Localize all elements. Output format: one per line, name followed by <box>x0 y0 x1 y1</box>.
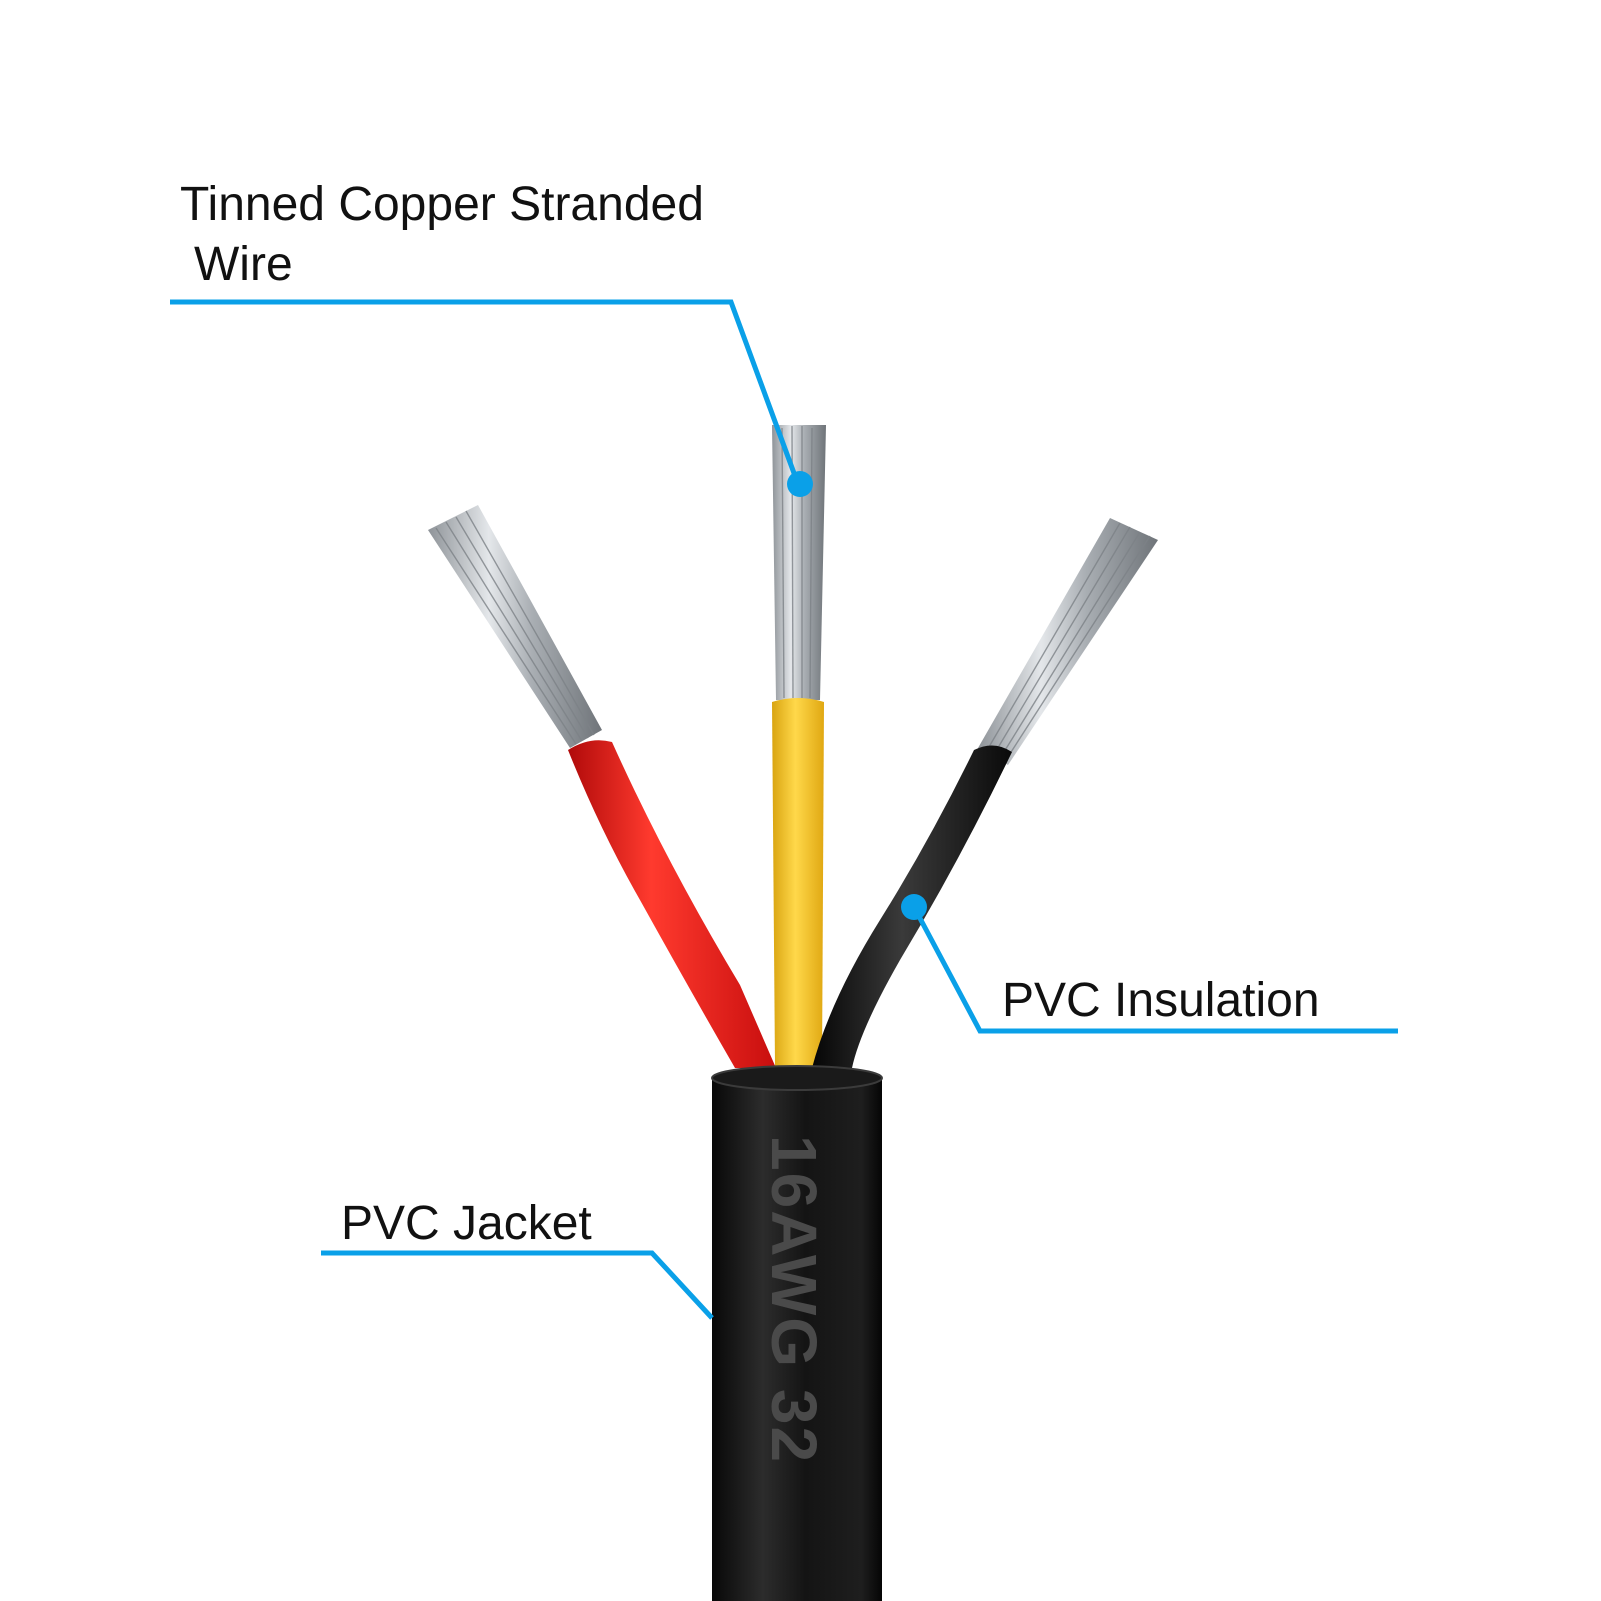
jacket-print: 16AWG 32 <box>758 1135 830 1464</box>
callout-strands-dot <box>787 471 813 497</box>
yellow-insulation <box>772 698 824 1066</box>
callout-insulation-dot <box>901 894 927 920</box>
callout-strands-label-line2: Wire <box>194 238 293 291</box>
red-conductor <box>428 505 776 1068</box>
red-insulation <box>568 740 776 1068</box>
black-strands <box>978 518 1158 765</box>
callout-jacket <box>321 1250 714 1320</box>
pvc-jacket: 16AWG 32 <box>711 1065 883 1601</box>
callout-insulation-leader <box>911 905 1398 1034</box>
callout-jacket-label: PVC Jacket <box>341 1197 592 1250</box>
callout-insulation <box>911 905 1398 1034</box>
callout-strands-label-line1: Tinned Copper Stranded <box>180 178 704 231</box>
callout-strands <box>170 299 801 485</box>
callout-strands-leader <box>170 299 801 485</box>
red-strands <box>428 505 602 748</box>
callout-jacket-leader <box>321 1250 714 1320</box>
yellow-conductor <box>772 425 826 1066</box>
yellow-strands <box>772 425 826 700</box>
callout-insulation-label: PVC Insulation <box>1002 974 1320 1027</box>
